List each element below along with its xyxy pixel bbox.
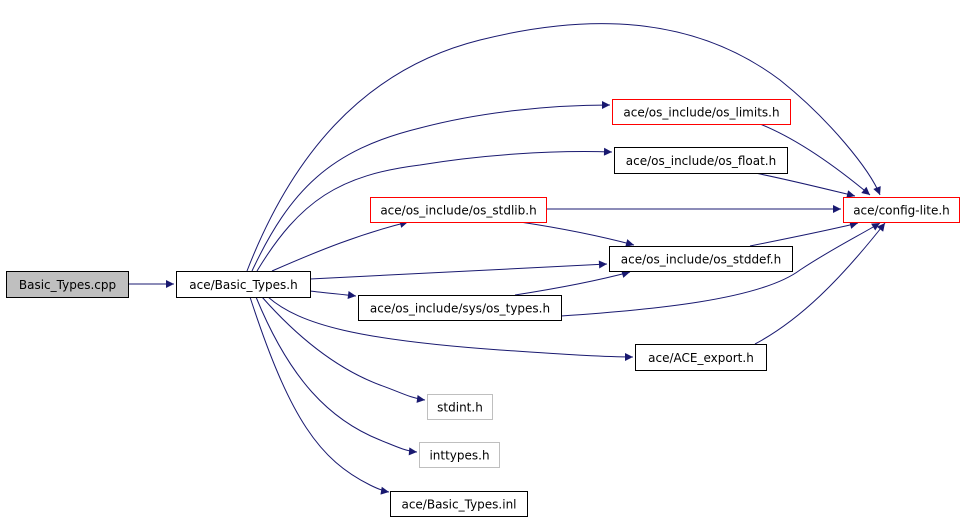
node-label: ace/Basic_Types.inl (401, 498, 516, 512)
edge-basic-types-h-to-config-lite (246, 23, 881, 272)
edge-basic-types-h-to-os-stdlib (271, 220, 409, 272)
edge-line (309, 260, 608, 280)
edge-line (271, 220, 409, 272)
node-box (609, 246, 793, 272)
node-label: ace/os_include/os_stdlib.h (380, 204, 536, 218)
edge-basic-types-h-to-inttypes (255, 296, 418, 456)
edge-os-float-to-config-lite (754, 172, 856, 199)
node-box (419, 442, 500, 468)
edge-os-stddef-to-config-lite (749, 221, 859, 247)
edge-line (749, 221, 859, 247)
node-label: ace/os_include/sys/os_types.h (370, 302, 550, 316)
node-box (390, 491, 528, 517)
edge-basic-types-h-to-os-stddef (309, 260, 608, 280)
node-label: Basic_Types.cpp (19, 278, 116, 292)
node-label: ace/os_include/os_limits.h (623, 106, 779, 120)
edge-line (309, 290, 357, 299)
node-box (614, 147, 788, 174)
node-box (427, 394, 493, 420)
edge-basic-types-h-to-basic-types-inl (249, 296, 390, 495)
edge-line (261, 296, 426, 403)
edge-basic-types-h-to-os-limits (251, 101, 611, 272)
node-label: inttypes.h (429, 449, 489, 463)
edge-line (267, 296, 634, 361)
node-inttypes: inttypes.h (419, 442, 500, 468)
node-box (612, 99, 791, 125)
edge-line (754, 172, 856, 199)
edge-os-limits-to-config-lite (759, 123, 871, 196)
node-basic-types-h[interactable]: ace/Basic_Types.h (176, 271, 311, 298)
node-box (370, 197, 547, 223)
edge-line (759, 123, 871, 196)
node-basic-types-cpp[interactable]: Basic_Types.cpp (6, 271, 129, 298)
node-ace-export[interactable]: ace/ACE_export.h (635, 344, 767, 371)
node-os-types[interactable]: ace/os_include/sys/os_types.h (358, 295, 562, 321)
node-box (358, 295, 562, 321)
edge-line (249, 296, 390, 495)
edge-os-stdlib-to-os-stddef (519, 221, 635, 247)
edge-basic-types-h-to-os-float (256, 147, 613, 272)
node-label: ace/Basic_Types.h (189, 278, 297, 292)
edge-line (256, 147, 613, 272)
node-stdint: stdint.h (427, 394, 493, 420)
node-config-lite[interactable]: ace/config-lite.h (843, 197, 960, 223)
edge-basic-types-h-to-ace-export (267, 296, 634, 361)
node-box (6, 271, 129, 298)
node-label: ace/os_include/os_stddef.h (621, 253, 781, 267)
edge-line (514, 270, 631, 296)
node-label: ace/os_include/os_float.h (626, 154, 776, 168)
edge-os-types-to-config-lite (560, 222, 881, 317)
edge-line (246, 23, 881, 272)
node-os-stdlib[interactable]: ace/os_include/os_stdlib.h (370, 197, 547, 223)
node-label: stdint.h (437, 401, 483, 415)
edge-line (560, 222, 881, 317)
edges-layer (128, 23, 886, 495)
node-os-stddef[interactable]: ace/os_include/os_stddef.h (609, 246, 793, 272)
node-os-float[interactable]: ace/os_include/os_float.h (614, 147, 788, 174)
node-box (176, 271, 311, 298)
node-box (635, 344, 767, 371)
edge-line (519, 221, 635, 247)
edge-line (255, 296, 418, 456)
edge-line (251, 101, 611, 272)
node-label: ace/ACE_export.h (648, 351, 754, 365)
edge-basic-types-h-to-stdint (261, 296, 426, 403)
edge-ace-export-to-config-lite (754, 222, 886, 345)
node-box (843, 197, 960, 223)
node-basic-types-inl[interactable]: ace/Basic_Types.inl (390, 491, 528, 517)
nodes-layer: Basic_Types.cpp ace/Basic_Types.h ace/os_i… (6, 99, 960, 517)
edge-basic-types-h-to-os-types (309, 290, 357, 299)
edge-line (754, 222, 886, 345)
edge-os-types-to-os-stddef (514, 270, 631, 296)
node-os-limits[interactable]: ace/os_include/os_limits.h (612, 99, 791, 125)
node-label: ace/config-lite.h (853, 204, 950, 218)
